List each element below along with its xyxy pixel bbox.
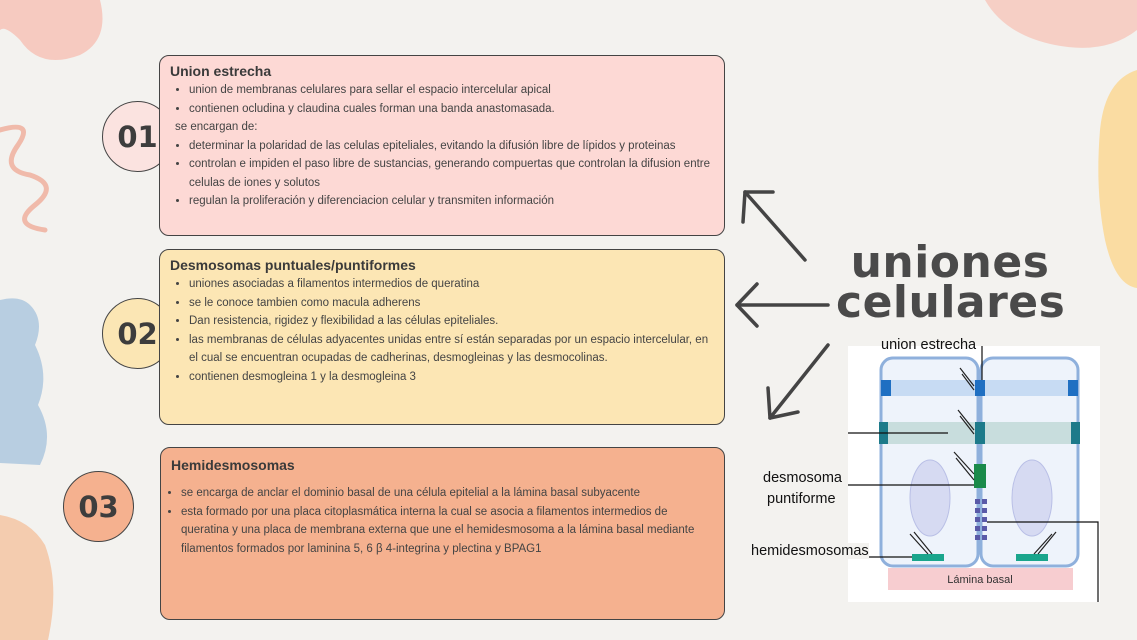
plain-text: se encargan de: xyxy=(175,121,258,133)
bullet-list: determinar la polaridad de las celulas e… xyxy=(170,137,714,211)
diagram-label-desmosoma: desmosoma xyxy=(763,470,842,486)
list-item: esta formado por una placa citoplasmátic… xyxy=(181,503,714,559)
card-union-estrecha: Union estrecha union de membranas celula… xyxy=(159,55,725,236)
bullet-list: se encarga de anclar el dominio basal de… xyxy=(171,484,714,558)
card-desmosomas: Desmosomas puntuales/puntiformes uniones… xyxy=(159,249,725,425)
decor-blob-bottom-left xyxy=(0,515,54,640)
diagram-label-puntiforme: puntiforme xyxy=(767,491,836,507)
bullet-list: uniones asociadas a filamentos intermedi… xyxy=(170,275,714,386)
card-heading: Union estrecha xyxy=(170,63,272,79)
arrow-down-left-head-icon xyxy=(766,386,800,420)
arrow-up-left-head-icon xyxy=(741,190,775,224)
card-heading: Desmosomas puntuales/puntiformes xyxy=(170,257,416,273)
title-line-1: uniones xyxy=(850,237,1050,288)
decor-blob-top-left xyxy=(0,0,103,60)
arrow-down-left-icon xyxy=(768,343,830,420)
list-item: regulan la proliferación y diferenciacio… xyxy=(189,192,714,211)
list-item: determinar la polaridad de las celulas e… xyxy=(189,137,714,156)
cell-junction-diagram: Lámina basal xyxy=(848,346,1100,602)
list-item: se le conoce tambien como macula adheren… xyxy=(189,294,714,313)
arrow-up-left-icon xyxy=(743,190,807,262)
list-item: contienen ocludina y claudina cuales for… xyxy=(189,100,714,119)
decor-blob-top-right xyxy=(985,0,1137,48)
diagram-label-hemidesmosomas: hemidesmosomas xyxy=(751,543,869,559)
arrows xyxy=(735,190,830,420)
diagram-label-union-estrecha: union estrecha xyxy=(881,337,977,353)
decor-blob-left-blue xyxy=(0,298,48,465)
bullet-list: union de membranas celulares para sellar… xyxy=(170,81,714,118)
card-heading: Hemidesmosomas xyxy=(171,457,295,473)
section-number-03: 03 xyxy=(63,471,134,542)
list-item: se encarga de anclar el dominio basal de… xyxy=(181,484,714,503)
list-item: las membranas de células adyacentes unid… xyxy=(189,331,714,368)
title-line-2: celulares xyxy=(836,277,1066,328)
lamina-basal-label: Lámina basal xyxy=(947,574,1012,586)
decor-squiggle-left xyxy=(0,124,49,233)
list-item: Dan resistencia, rigidez y flexibilidad … xyxy=(189,312,714,331)
decor-blob-right-yellow xyxy=(1098,70,1137,288)
list-item: uniones asociadas a filamentos intermedi… xyxy=(189,275,714,294)
list-item: contienen desmogleina 1 y la desmogleina… xyxy=(189,368,714,387)
list-item: union de membranas celulares para sellar… xyxy=(189,81,714,100)
card-hemidesmosomas: Hemidesmosomas se encarga de anclar el d… xyxy=(160,447,725,620)
list-item: controlan e impiden el paso libre de sus… xyxy=(189,155,714,192)
arrow-left-head-icon xyxy=(735,282,759,328)
page-title: uniones celulares xyxy=(836,237,1066,328)
